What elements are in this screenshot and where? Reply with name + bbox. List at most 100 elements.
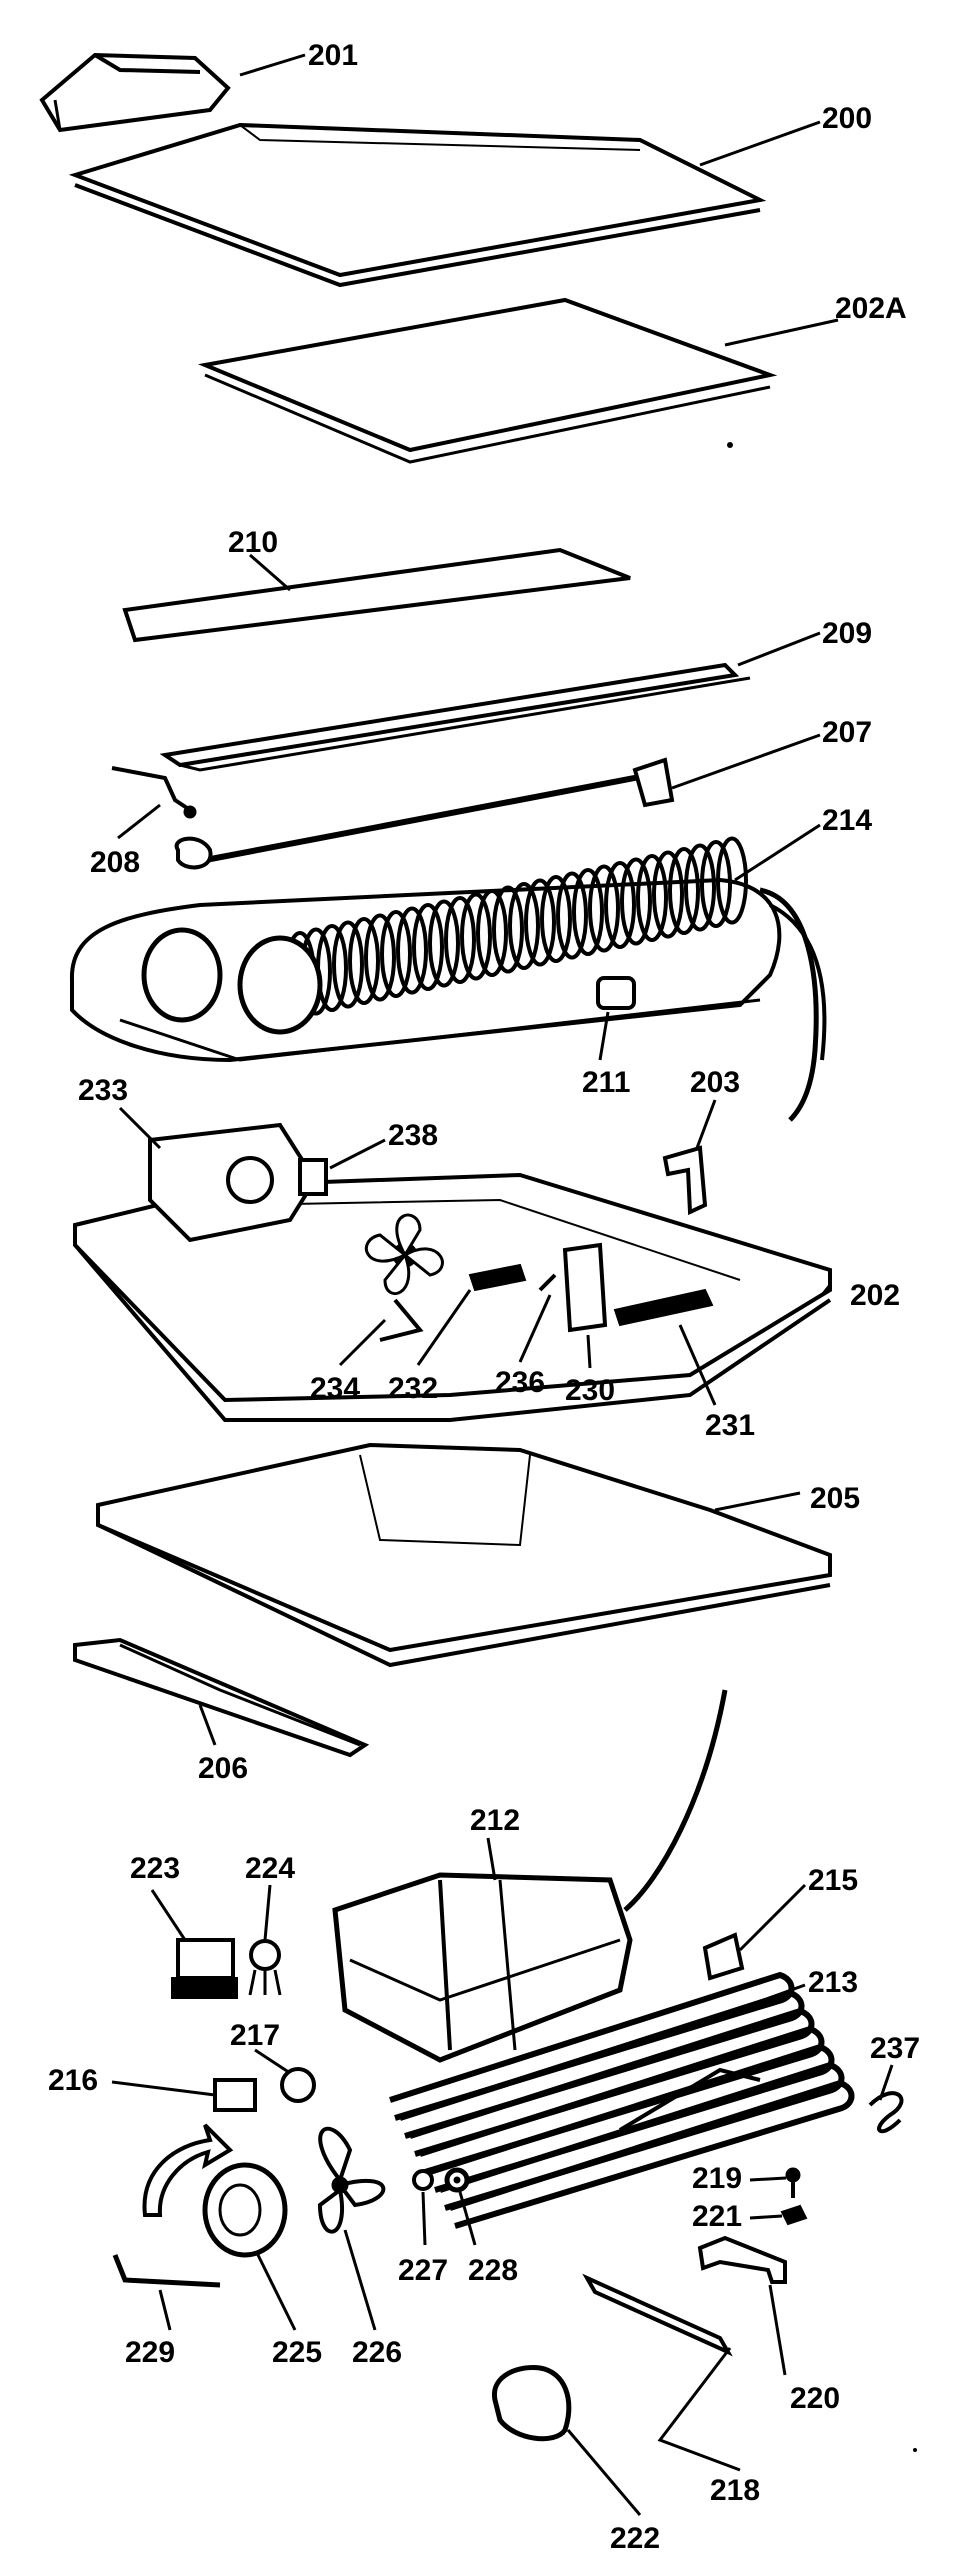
coil-ring xyxy=(332,920,364,1009)
label-205: 205 xyxy=(810,1482,860,1515)
coil-ring xyxy=(668,847,700,935)
part-220-bracket xyxy=(697,2235,787,2284)
label-210: 210 xyxy=(228,526,278,559)
coil-ring xyxy=(428,899,460,988)
condenser-tube xyxy=(389,1971,795,2121)
coil-rings xyxy=(284,836,748,1019)
part-232-clip xyxy=(468,1263,527,1292)
label-236: 236 xyxy=(495,1366,545,1399)
label-213: 213 xyxy=(808,1966,858,1999)
label-203: 203 xyxy=(690,1066,740,1099)
label-202A: 202A xyxy=(835,292,907,325)
part-207-rod xyxy=(174,757,675,870)
part-200-top-cover xyxy=(68,122,767,288)
label-214: 214 xyxy=(822,804,872,837)
label-230: 230 xyxy=(565,1374,615,1407)
label-208: 208 xyxy=(90,846,140,879)
part-227-washer xyxy=(412,2169,434,2191)
label-227: 227 xyxy=(398,2254,448,2287)
speck xyxy=(727,442,733,448)
condenser-tube xyxy=(439,2061,845,2211)
part-221-nut xyxy=(780,2204,808,2226)
coil-ring xyxy=(572,868,604,956)
condenser-tube xyxy=(399,1989,805,2139)
part-219-screw xyxy=(785,2167,801,2198)
coil-ring xyxy=(412,903,444,991)
coil-ring xyxy=(396,906,428,995)
part-208-wire xyxy=(111,766,197,819)
coil-ring xyxy=(492,885,524,974)
part-214-evaporator-coil xyxy=(69,836,827,1122)
label-218: 218 xyxy=(710,2474,760,2507)
speck xyxy=(913,2448,917,2452)
coil-ring xyxy=(556,871,588,960)
label-215: 215 xyxy=(808,1864,858,1897)
part-202A-panel xyxy=(197,297,778,464)
label-234: 234 xyxy=(310,1372,360,1405)
part-201-bracket xyxy=(39,52,231,133)
label-231: 231 xyxy=(705,1409,755,1442)
coil-ring xyxy=(700,840,732,928)
coil-ring xyxy=(444,896,476,984)
coil-ring xyxy=(364,913,396,1002)
part-233-control xyxy=(148,1122,318,1243)
label-207: 207 xyxy=(822,716,872,749)
part-236-screw xyxy=(538,1273,557,1292)
part-222-cap xyxy=(492,2364,572,2442)
condenser-tube xyxy=(419,2025,825,2175)
part-labels: 201 200 202A 210 209 207 208 214 211 203… xyxy=(48,39,920,2555)
part-209-rail xyxy=(159,662,751,772)
label-238: 238 xyxy=(388,1119,438,1152)
part-206-drain-channel xyxy=(73,1637,370,1758)
part-237-spring xyxy=(868,2091,904,2134)
part-210-insulation-strip xyxy=(122,547,631,643)
label-228: 228 xyxy=(468,2254,518,2287)
label-229: 229 xyxy=(125,2336,175,2369)
label-217: 217 xyxy=(230,2019,280,2052)
label-201: 201 xyxy=(308,39,358,72)
label-216: 216 xyxy=(48,2064,98,2097)
part-223-relay xyxy=(171,1938,238,1999)
coil-ring xyxy=(476,889,508,977)
condenser-lines xyxy=(389,1971,855,2229)
label-226: 226 xyxy=(352,2336,402,2369)
label-219: 219 xyxy=(692,2162,742,2195)
label-202: 202 xyxy=(850,1279,900,1312)
part-203-bracket xyxy=(662,1145,708,1216)
part-212-compressor xyxy=(332,1872,633,2063)
label-237: 237 xyxy=(870,2032,920,2065)
label-212: 212 xyxy=(470,1804,520,1837)
part-218-bracket xyxy=(582,2273,733,2357)
coil-ring xyxy=(540,875,572,963)
part-202-evaporator-housing xyxy=(73,1172,832,1422)
coil-ring xyxy=(716,836,748,925)
coil-ring xyxy=(636,854,668,942)
part-215-clip xyxy=(702,1932,745,1981)
part-211-timer xyxy=(596,976,636,1010)
label-233: 233 xyxy=(78,1074,128,1107)
part-216-bracket xyxy=(213,2078,257,2112)
label-224: 224 xyxy=(245,1852,295,1885)
label-200: 200 xyxy=(822,102,872,135)
coil-ring xyxy=(508,882,540,970)
condenser-tube xyxy=(409,2007,815,2157)
part-217-grommet xyxy=(280,2067,316,2103)
coil-ring xyxy=(348,917,380,1005)
coil-ring xyxy=(604,861,636,949)
part-224-overload xyxy=(248,1939,282,1996)
coil-ring xyxy=(460,892,492,981)
tube xyxy=(618,2067,761,2132)
part-226-fan-blade xyxy=(317,2126,386,2234)
label-221: 221 xyxy=(692,2200,742,2233)
label-232: 232 xyxy=(388,1372,438,1405)
part-238-block xyxy=(298,1158,328,1196)
coil-ring xyxy=(524,878,556,967)
coil-ring xyxy=(652,850,684,939)
coil-ring xyxy=(588,864,620,953)
part-230-heater-switch xyxy=(562,1242,608,1333)
part-231-strap xyxy=(613,1288,714,1327)
leader-lines xyxy=(111,53,894,2516)
part-205-base-pan xyxy=(96,1442,832,1668)
part-228-washer xyxy=(444,2167,470,2193)
